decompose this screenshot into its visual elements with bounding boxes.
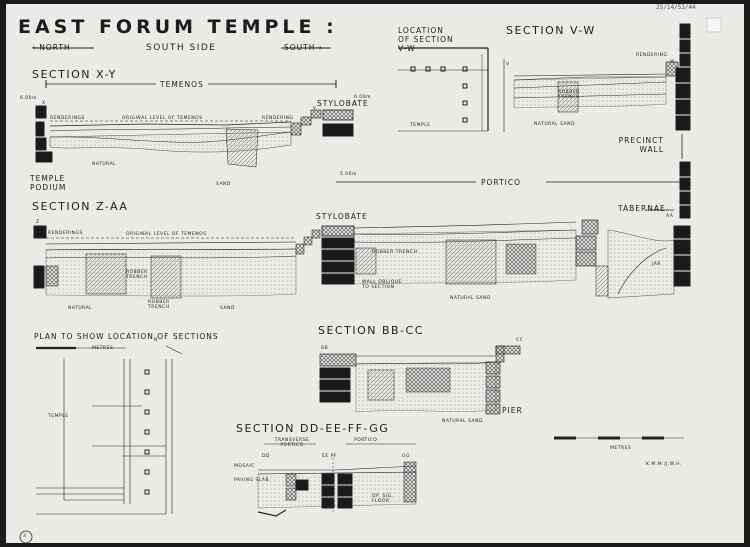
ee-ff-marker: EE FF: [322, 454, 337, 459]
north-label: ←NORTH: [32, 43, 71, 52]
drawing-title: EAST FORUM TEMPLE :: [18, 16, 338, 38]
section-drawings: [19, 17, 722, 543]
w-marker: W: [670, 60, 675, 65]
south-side-label: SOUTH SIDE: [146, 43, 217, 53]
scale-bar-label: METRES: [610, 446, 632, 451]
section-vw-title: SECTION V-W: [506, 24, 596, 37]
drawing-sheet: EAST FORUM TEMPLE : ←NORTH SOUTH SIDE SO…: [6, 4, 744, 543]
temple-podium-label: TEMPLE PODIUM: [30, 174, 67, 192]
natural-zaa-label: NATURAL: [68, 306, 93, 311]
vw-robber-trench-label: ROBBER TRENCH: [558, 90, 580, 100]
natural-xy-label: NATURAL: [92, 162, 117, 167]
orig-level-zaa-label: ORIGINAL LEVEL OF TEMENOS: [126, 232, 207, 237]
plan-title: PLAN TO SHOW LOCATION OF SECTIONS: [34, 332, 219, 341]
natural-sand-zaa-label: NATURAL SAND: [450, 296, 491, 301]
sheet-number-circle: [19, 530, 33, 543]
tabernae-label: TABERNAE: [618, 204, 666, 213]
stylobate-xy-label: STYLOBATE: [317, 99, 369, 108]
pier-label: PIER: [502, 406, 523, 415]
section-zaa-title: SECTION Z-AA: [32, 200, 129, 213]
renderings-right-label: RENDERING: [262, 116, 294, 121]
dd-portico-label: PORTICO: [354, 438, 378, 443]
precinct-wall-label: PRECINCT WALL: [618, 136, 664, 154]
renderings-zaa-label: RENDERINGS: [48, 231, 83, 236]
aa-marker: AA: [666, 214, 674, 219]
v-marker: V: [506, 62, 510, 67]
xy-level-bottom: 5.00m: [340, 172, 357, 177]
xy-level-left: 6.00m: [20, 96, 37, 101]
jar-label: JAR: [652, 262, 661, 267]
south-label: SOUTH→: [284, 43, 323, 52]
stylobate-zaa-label: STYLOBATE: [316, 212, 368, 221]
xy-level-right: 6.00m: [354, 95, 371, 100]
bb-marker: BB: [321, 346, 329, 351]
transverse-portico-label: TRANSVERSE PORTICO: [274, 438, 310, 448]
credit-label: K.M.M./J.W.H.: [646, 462, 682, 467]
plan-metres-label: METRES: [92, 346, 114, 351]
cc-marker: CC: [516, 338, 524, 343]
north-arrow: N: [154, 338, 158, 343]
paving-slab-label: PAVING SLAB: [234, 478, 270, 483]
archive-tag: [706, 17, 722, 33]
floor-label: OP. SIG. FLOOR: [372, 494, 394, 504]
location-vw-title: LOCATION OF SECTION V-W: [398, 26, 454, 53]
z-marker: Z: [36, 220, 40, 225]
sand-xy-label: SAND: [216, 182, 231, 187]
temenos-label: TEMENOS: [156, 80, 208, 89]
section-dd-title: SECTION DD-EE-FF-GG: [236, 422, 390, 435]
orig-level-xy-label: ORIGINAL LEVEL OF TEMENOS: [122, 116, 203, 121]
dd-marker: DD: [262, 454, 270, 459]
y-marker: Y: [313, 107, 317, 112]
section-zaa-drawing: [33, 161, 691, 299]
bbcc-natural-sand-label: NATURAL SAND: [442, 419, 483, 424]
section-bbcc-drawing: [319, 345, 521, 415]
renderings-left-label: RENDERINGS: [50, 116, 85, 121]
section-xy-drawing: [35, 80, 354, 168]
section-bbcc-title: SECTION BB-CC: [318, 324, 424, 337]
vw-natural-sand-label: NATURAL SAND: [534, 122, 575, 127]
robber-trench-1-label: ROBBER TRENCH: [126, 270, 148, 280]
section-xy-title: SECTION X-Y: [32, 68, 117, 81]
location-vw-plan: [398, 47, 489, 132]
gg-marker: GG: [402, 454, 410, 459]
sheet-number: 3: [23, 534, 27, 539]
archive-reference: 25/14/53/44: [656, 4, 696, 11]
vw-temple-label: TEMPLE: [410, 123, 431, 128]
robber-trench-3-label: ROBBER TRENCH: [372, 250, 418, 255]
section-vw-drawing: [503, 23, 691, 159]
location-plan: [36, 345, 183, 515]
section-dd-drawing: [257, 443, 417, 517]
mosaic-label: MOSAIC: [234, 464, 255, 469]
vw-rendering-label: RENDERING: [636, 53, 668, 58]
wall-oblique-label: WALL OBLIQUE TO SECTION: [362, 280, 402, 290]
sand-zaa-label: SAND: [220, 306, 235, 311]
x-marker: X: [42, 101, 46, 106]
plan-temple-label: TEMPLE: [48, 414, 69, 419]
portico-label: PORTICO: [481, 178, 522, 187]
robber-trench-2-label: ROBBER TRENCH: [148, 300, 170, 310]
